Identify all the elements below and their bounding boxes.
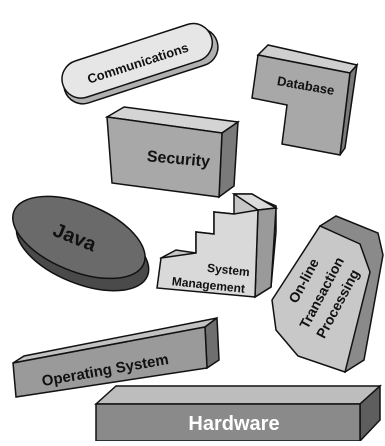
security-block: Security (104, 106, 241, 199)
hardware-block: Hardware (94, 384, 382, 443)
database-block: Database (251, 44, 359, 156)
communications-block: Communications (61, 22, 219, 105)
oltp-block: On-line Transaction Processing (271, 215, 384, 374)
security-label: Security (146, 148, 210, 170)
operating-system-block: Operating System (12, 316, 220, 398)
system-management-label-line1: System (206, 261, 250, 279)
hardware-label: Hardware (188, 413, 279, 435)
system-management-block: System Management (156, 193, 279, 299)
java-block: Java (12, 195, 150, 292)
